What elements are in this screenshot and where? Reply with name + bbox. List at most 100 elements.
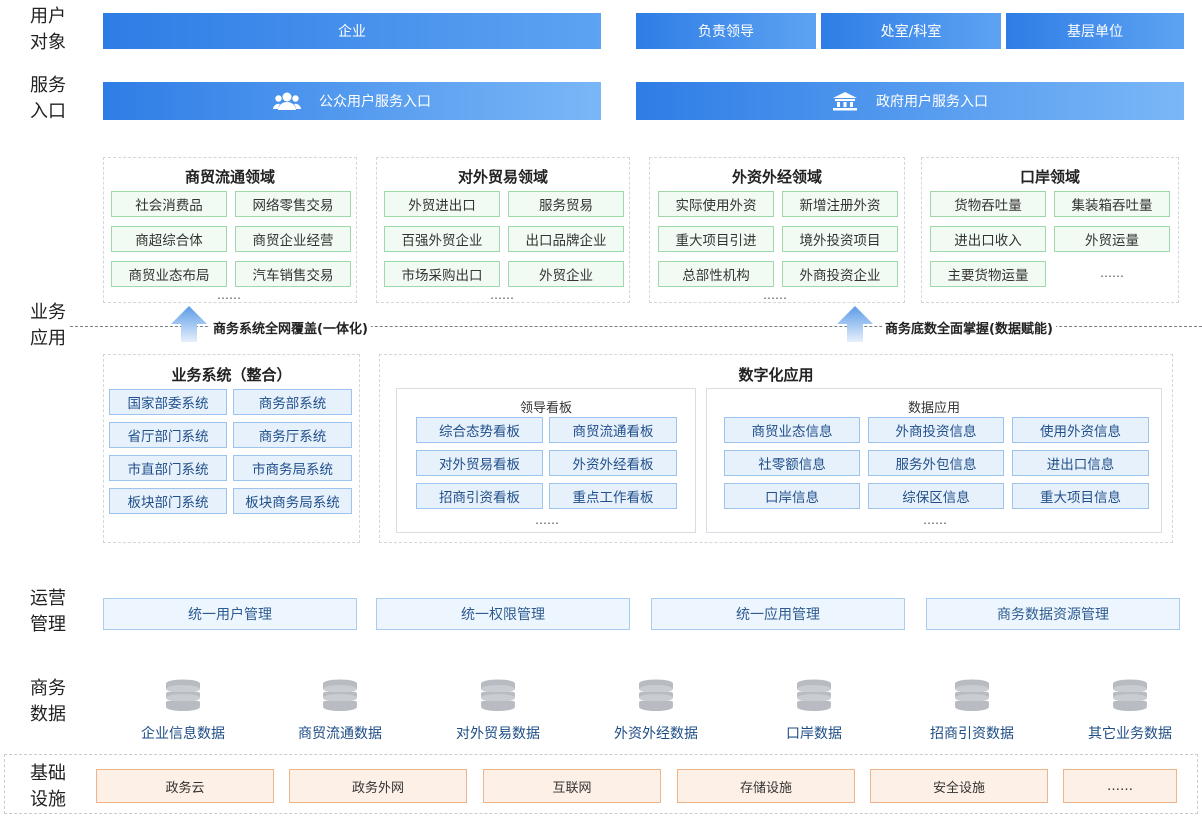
ops-app-management[interactable]: 统一应用管理 xyxy=(651,598,905,630)
domain-item[interactable]: 进出口收入 xyxy=(930,226,1046,252)
data-source[interactable]: 商贸流通数据 xyxy=(270,679,410,743)
row-label-users: 用户 对象 xyxy=(30,6,66,53)
row-label-data: 商务 数据 xyxy=(30,678,66,725)
dashboard-item[interactable]: 重点工作看板 xyxy=(549,483,677,509)
dashboard-item[interactable]: 商贸流通看板 xyxy=(549,417,677,443)
domain-item[interactable]: 外贸企业 xyxy=(508,261,624,287)
data-source[interactable]: 口岸数据 xyxy=(744,679,884,743)
dashboard-item[interactable]: 综合态势看板 xyxy=(416,417,543,443)
system-item[interactable]: 板块商务局系统 xyxy=(233,488,352,514)
infra-gov-cloud[interactable]: 政务云 xyxy=(96,769,274,803)
domain-item[interactable]: 集装箱吞吐量 xyxy=(1054,191,1170,217)
database-icon xyxy=(322,679,358,715)
system-item[interactable]: 板块部门系统 xyxy=(109,488,227,514)
data-source[interactable]: 企业信息数据 xyxy=(113,679,253,743)
data-apps-title: 数据应用 xyxy=(907,401,960,416)
digital-apps-title: 数字化应用 xyxy=(738,366,814,384)
infra-gov-network[interactable]: 政务外网 xyxy=(289,769,467,803)
more-ellipsis: …… xyxy=(535,513,559,527)
domain-item[interactable]: 外贸运量 xyxy=(1054,226,1170,252)
data-source[interactable]: 其它业务数据 xyxy=(1060,679,1200,743)
data-app-item[interactable]: 进出口信息 xyxy=(1012,450,1149,476)
system-item[interactable]: 商务部系统 xyxy=(233,389,352,415)
data-source[interactable]: 对外贸易数据 xyxy=(428,679,568,743)
domain-item[interactable]: 出口品牌企业 xyxy=(508,226,624,252)
gov-entry-label: 政府用户服务入口 xyxy=(876,94,988,110)
system-item[interactable]: 市直部门系统 xyxy=(109,455,227,481)
data-source-label: 口岸数据 xyxy=(786,726,842,742)
infra-storage[interactable]: 存储设施 xyxy=(677,769,855,803)
data-source-label: 企业信息数据 xyxy=(141,726,225,742)
system-item[interactable]: 商务厅系统 xyxy=(233,422,352,448)
system-item[interactable]: 国家部委系统 xyxy=(109,389,227,415)
data-app-item[interactable]: 口岸信息 xyxy=(724,483,860,509)
domain-foreign-investment: 外资外经领域 实际使用外资 新增注册外资 重大项目引进 境外投资项目 总部性机构… xyxy=(649,157,905,303)
data-source-label: 其它业务数据 xyxy=(1088,726,1172,742)
system-item[interactable]: 省厅部门系统 xyxy=(109,422,227,448)
domain-port: 口岸领域 货物吞吐量 集装箱吞吐量 进出口收入 外贸运量 主要货物运量 …… xyxy=(921,157,1179,303)
user-leader[interactable]: 负责领导 xyxy=(636,13,816,49)
domain-item[interactable]: 网络零售交易 xyxy=(235,191,351,217)
domain-foreign-investment-title: 外资外经领域 xyxy=(731,168,822,186)
data-app-item[interactable]: 外商投资信息 xyxy=(868,417,1004,443)
database-icon xyxy=(638,679,674,715)
arrow-label-left: 商务系统全网覆盖(一体化) xyxy=(210,318,371,337)
user-grassroots[interactable]: 基层单位 xyxy=(1006,13,1184,49)
domain-item[interactable]: 商贸企业经营 xyxy=(235,226,351,252)
user-grassroots-label: 基层单位 xyxy=(1067,24,1123,40)
user-office-label: 处室/科室 xyxy=(880,24,942,40)
domain-item[interactable]: 服务贸易 xyxy=(508,191,624,217)
dashboard-item[interactable]: 招商引资看板 xyxy=(416,483,543,509)
domain-item[interactable]: 汽车销售交易 xyxy=(235,261,351,287)
domain-item[interactable]: 主要货物运量 xyxy=(930,261,1046,287)
ops-user-management[interactable]: 统一用户管理 xyxy=(103,598,357,630)
database-icon xyxy=(480,679,516,715)
data-source[interactable]: 招商引资数据 xyxy=(902,679,1042,743)
infra-security[interactable]: 安全设施 xyxy=(870,769,1048,803)
domain-item[interactable]: 外商投资企业 xyxy=(782,261,898,287)
row-label-infra: 基础 设施 xyxy=(30,763,66,810)
data-app-item[interactable]: 社零额信息 xyxy=(724,450,860,476)
dashboard-item[interactable]: 外资外经看板 xyxy=(549,450,677,476)
infra-internet[interactable]: 互联网 xyxy=(483,769,661,803)
infra-more: …… xyxy=(1063,769,1177,803)
ops-data-resource-management[interactable]: 商务数据资源管理 xyxy=(926,598,1180,630)
gov-entry[interactable]: 政府用户服务入口 xyxy=(636,82,1184,120)
domain-item[interactable]: 百强外贸企业 xyxy=(384,226,500,252)
public-entry[interactable]: 公众用户服务入口 xyxy=(103,82,601,120)
arrow-label-right: 商务底数全面掌握(数据赋能) xyxy=(882,318,1056,337)
database-icon xyxy=(165,679,201,715)
database-icon xyxy=(1112,679,1148,715)
domain-item[interactable]: 市场采购出口 xyxy=(384,261,500,287)
domain-item[interactable]: 商超综合体 xyxy=(111,226,227,252)
dashboard-item[interactable]: 对外贸易看板 xyxy=(416,450,543,476)
data-app-item[interactable]: 商贸业态信息 xyxy=(724,417,860,443)
data-app-item[interactable]: 使用外资信息 xyxy=(1012,417,1149,443)
more-ellipsis: …… xyxy=(490,288,514,302)
user-leader-label: 负责领导 xyxy=(698,24,754,40)
user-enterprise-label: 企业 xyxy=(338,24,366,40)
domain-item[interactable]: 货物吞吐量 xyxy=(930,191,1046,217)
domain-item[interactable]: 重大项目引进 xyxy=(658,226,774,252)
system-item[interactable]: 市商务局系统 xyxy=(233,455,352,481)
data-app-item[interactable]: 服务外包信息 xyxy=(868,450,1004,476)
domain-item[interactable]: 社会消费品 xyxy=(111,191,227,217)
user-office[interactable]: 处室/科室 xyxy=(821,13,1001,49)
domain-item[interactable]: 总部性机构 xyxy=(658,261,774,287)
data-app-item[interactable]: 综保区信息 xyxy=(868,483,1004,509)
data-source-label: 对外贸易数据 xyxy=(456,726,540,742)
user-enterprise[interactable]: 企业 xyxy=(103,13,601,49)
data-app-item[interactable]: 重大项目信息 xyxy=(1012,483,1149,509)
more-ellipsis: …… xyxy=(923,513,947,527)
domain-item[interactable]: 新增注册外资 xyxy=(782,191,898,217)
domain-item[interactable]: 商贸业态布局 xyxy=(111,261,227,287)
domain-foreign-trade: 对外贸易领域 外贸进出口 服务贸易 百强外贸企业 出口品牌企业 市场采购出口 外… xyxy=(376,157,630,303)
domain-item[interactable]: 实际使用外资 xyxy=(658,191,774,217)
up-arrow-icon xyxy=(836,304,874,342)
ops-permission-management[interactable]: 统一权限管理 xyxy=(376,598,630,630)
data-source-label: 商贸流通数据 xyxy=(298,726,382,742)
data-source[interactable]: 外资外经数据 xyxy=(586,679,726,743)
domain-item[interactable]: 境外投资项目 xyxy=(782,226,898,252)
domain-item[interactable]: 外贸进出口 xyxy=(384,191,500,217)
infra-frame xyxy=(4,754,1198,814)
